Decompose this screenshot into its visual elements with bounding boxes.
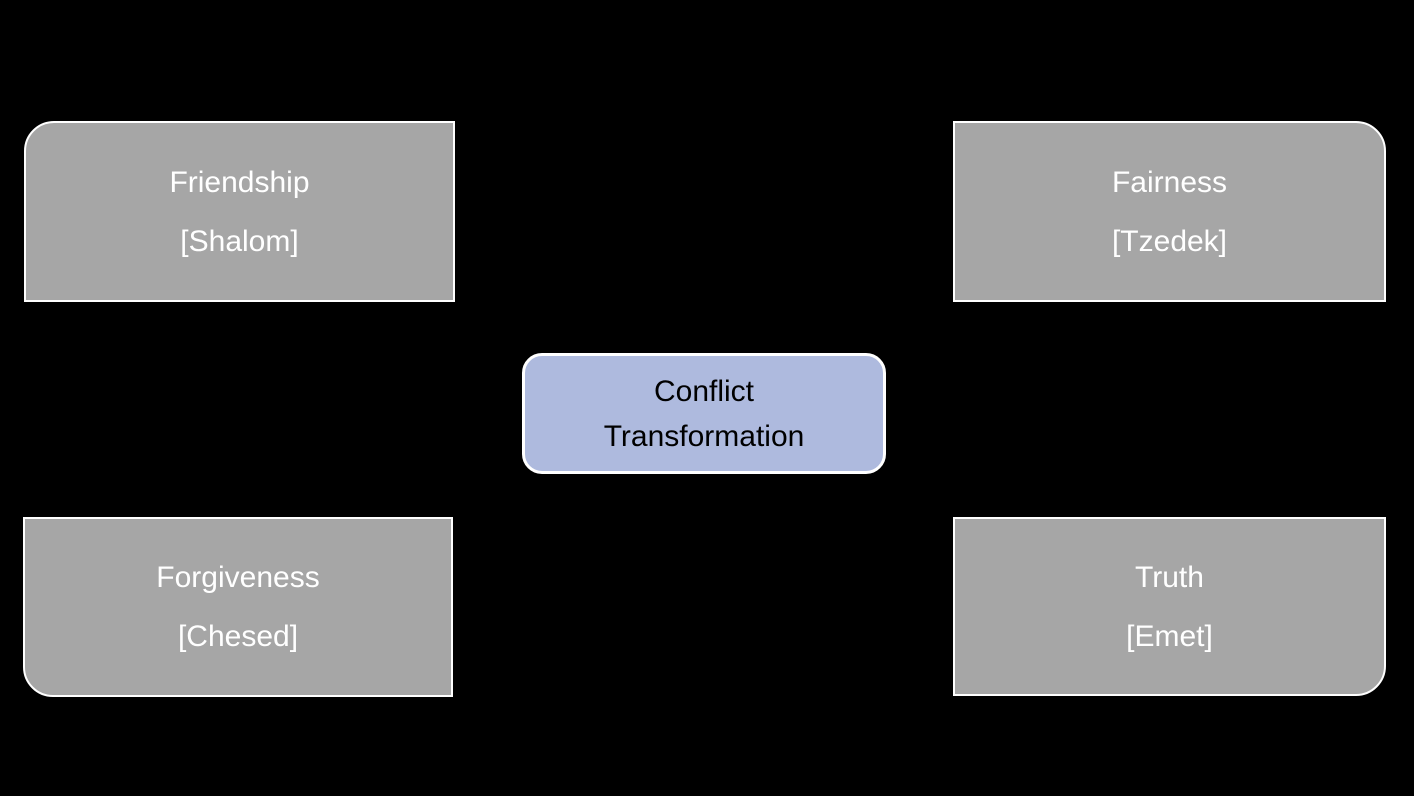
node-fairness: Fairness [Tzedek]: [953, 121, 1386, 302]
node-conflict-transformation: Conflict Transformation: [522, 353, 886, 474]
node-friendship: Friendship [Shalom]: [24, 121, 455, 302]
node-forgiveness: Forgiveness [Chesed]: [23, 517, 453, 697]
node-truth: Truth [Emet]: [953, 517, 1386, 696]
node-subtitle: [Emet]: [1126, 619, 1213, 653]
node-subtitle: [Tzedek]: [1111, 224, 1228, 258]
center-title-line1: Conflict: [653, 374, 755, 408]
node-subtitle: [Chesed]: [177, 620, 299, 653]
node-title: Truth: [1135, 560, 1204, 594]
node-title: Fairness: [1111, 165, 1228, 199]
node-subtitle: [Shalom]: [180, 224, 299, 258]
node-title: Friendship: [169, 165, 310, 199]
node-title: Forgiveness: [156, 561, 320, 594]
center-title-line2: Transformation: [603, 419, 805, 453]
